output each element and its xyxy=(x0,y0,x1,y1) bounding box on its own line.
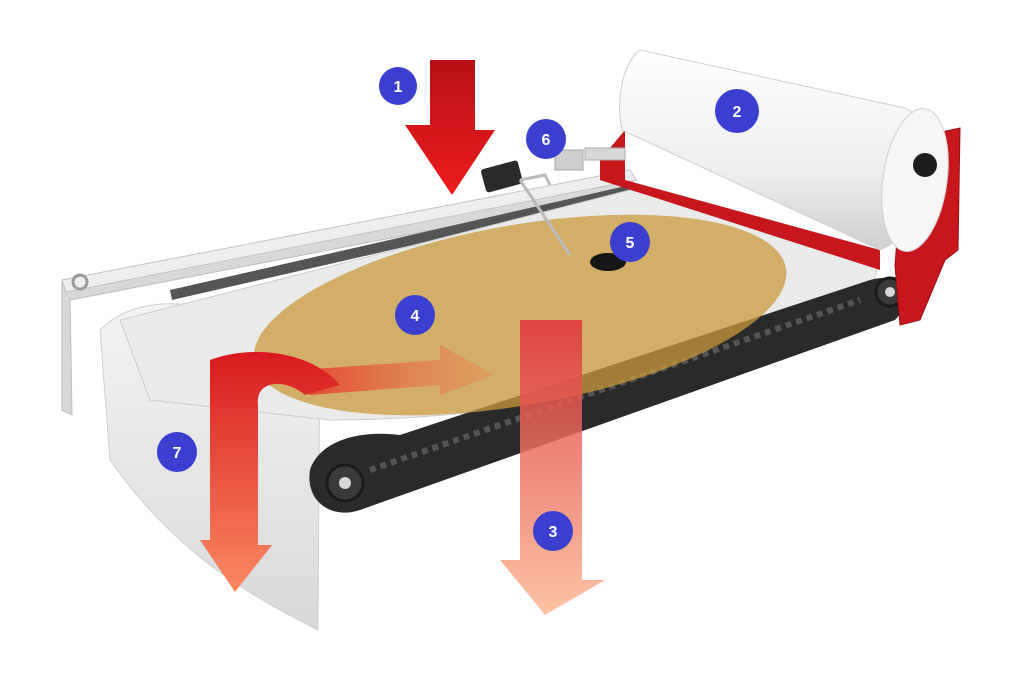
marker-3-label: 3 xyxy=(549,524,558,541)
side-flow-arrow xyxy=(300,345,495,395)
clean-outlet-arrow xyxy=(500,320,605,615)
marker-5: 5 xyxy=(610,222,650,262)
frame-right-red xyxy=(600,130,880,270)
paper-roll-end xyxy=(881,108,949,252)
sensor-bracket xyxy=(554,149,584,171)
conveyor-chain-links xyxy=(369,297,861,473)
front-pulley-hub xyxy=(339,477,351,489)
marker-2: 2 xyxy=(715,89,759,133)
marker-3: 3 xyxy=(533,511,573,551)
marker-4: 4 xyxy=(395,295,435,335)
marker-5-label: 5 xyxy=(626,235,635,252)
marker-7: 7 xyxy=(157,432,197,472)
float-rod-bend xyxy=(519,173,552,186)
marker-6-label: 6 xyxy=(542,132,551,149)
marker-6: 6 xyxy=(526,119,566,159)
roll-knob xyxy=(913,153,937,177)
frame-side-rail-top xyxy=(61,169,637,293)
float-rod xyxy=(518,179,572,256)
level-float xyxy=(590,253,626,271)
level-sensor xyxy=(481,160,523,193)
inlet-arrow xyxy=(405,60,495,195)
switch-bracket xyxy=(584,147,626,161)
marker-4-label: 4 xyxy=(411,308,420,325)
rear-pulley-hub xyxy=(885,287,895,297)
marker-7-label: 7 xyxy=(173,445,182,462)
marker-1: 1 xyxy=(379,67,417,105)
marker-1-label: 1 xyxy=(394,79,403,96)
marker-2-label: 2 xyxy=(733,104,742,121)
lifting-eye xyxy=(71,273,89,291)
media-exit-arrow xyxy=(200,352,340,592)
perforated-strip xyxy=(170,185,632,300)
